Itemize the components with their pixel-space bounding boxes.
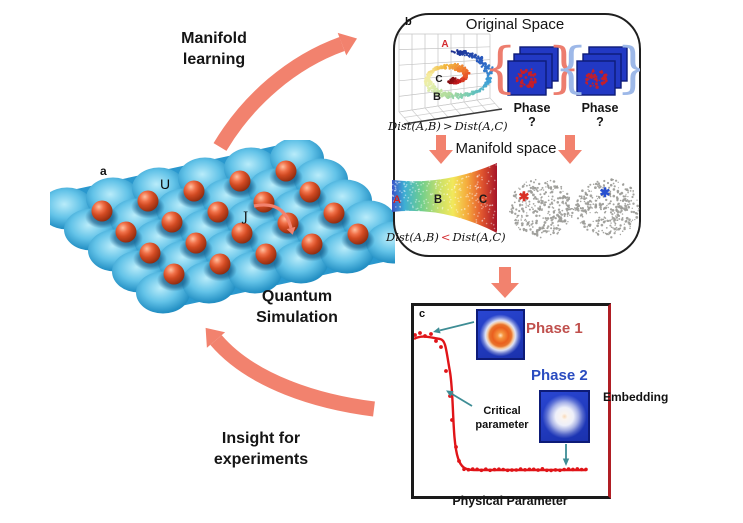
panel-b-tag: b <box>405 16 412 28</box>
phase2-label: Phase 2 <box>531 367 588 384</box>
insight-label: Insight for experiments <box>191 428 331 470</box>
dist-bottom-rhs: Dist(A,C) <box>452 230 506 244</box>
cone-point-b-label: B <box>434 194 442 206</box>
distance-inequality-top: Dist(A,B)>Dist(A,C) <box>388 119 508 133</box>
swiss-roll-3d-plot: A C B <box>398 33 503 125</box>
phase-question-left: Phase ? <box>513 101 551 129</box>
quantum-simulation-line1: Quantum <box>261 288 333 305</box>
panel-b-title: Original Space <box>465 16 565 33</box>
manifold-learning-line1: Manifold <box>181 30 247 47</box>
panel-c-tag: c <box>419 308 426 320</box>
dist-top-op: > <box>442 119 453 133</box>
stack-left <box>507 46 559 96</box>
dist-bottom-op: < <box>440 230 451 244</box>
embedding-clusters-plot: ✱ ✱ <box>509 178 640 239</box>
roll-point-b-label: B <box>433 91 441 103</box>
annotation-arrows <box>439 321 567 459</box>
panel-b-original-space: b Original Space A C B Dist(A,B)>Dist(A,… <box>386 13 641 257</box>
phase2-arrow-head <box>562 458 570 466</box>
roll-point-a-label: A <box>441 39 448 50</box>
block-arrows-row <box>429 135 582 164</box>
roll-point-c-label: C <box>435 74 442 85</box>
critical-line2: parameter <box>475 419 529 431</box>
insight-line1: Insight for <box>221 430 301 447</box>
down-arrow-left-icon <box>429 135 453 164</box>
cycle-arrow-up-icon <box>213 32 357 151</box>
manifold-cone-shape <box>392 163 497 233</box>
cone-point-a-label: A <box>393 194 401 206</box>
right-stack-close-brace: } <box>616 40 640 99</box>
quantum-simulation-line2: Simulation <box>256 309 338 326</box>
down-arrow-mid-icon <box>491 267 519 298</box>
phase1-label: Phase 1 <box>526 320 583 337</box>
physical-parameter-axis-label: Physical Parameter <box>452 494 568 508</box>
quantum-simulation-label: Quantum Simulation <box>227 286 367 328</box>
down-arrow-right-icon <box>558 135 582 164</box>
right-stack-open-brace: { <box>554 40 588 99</box>
critical-arrow-line <box>451 393 473 407</box>
manifold-learning-label: Manifold learning <box>159 28 269 70</box>
critical-parameter-label: Critical parameter <box>466 404 538 432</box>
cycle-arrow-down-head <box>205 327 226 348</box>
down-arrow-mid-shape <box>491 267 519 298</box>
dist-bottom-lhs: Dist(A,B) <box>386 230 439 244</box>
dist-top-rhs: Dist(A,C) <box>454 119 508 133</box>
cycle-arrow-up-shaft <box>213 36 345 151</box>
unrolled-manifold-plot: A B C <box>391 163 498 233</box>
red-star-marker: ✱ <box>519 189 530 204</box>
left-stack-open-brace: { <box>490 40 517 99</box>
sigmoid-curve <box>414 335 586 472</box>
embedding-axis-label: Embedding <box>603 390 669 404</box>
snapshot-stacks: { } { } <box>490 40 640 99</box>
dist-top-lhs: Dist(A,B) <box>388 119 441 133</box>
cycle-arrow-down-icon <box>205 327 375 417</box>
interaction-u-label: U <box>160 176 171 192</box>
hopping-arrow-icon <box>253 203 293 229</box>
panel-a-tag: a <box>100 164 107 178</box>
critical-arrow-head <box>446 390 454 397</box>
critical-line1: Critical <box>483 405 521 417</box>
phase2-snapshot-inset <box>539 390 590 443</box>
cycle-arrow-up-head <box>337 32 357 56</box>
cone-point-c-label: C <box>479 194 487 206</box>
snapshot-frame <box>576 60 616 96</box>
blue-star-marker: ✱ <box>600 185 611 200</box>
phase1-arrow-head <box>433 327 441 334</box>
manifold-space-label: Manifold space <box>455 140 557 157</box>
cycle-arrow-down-shaft <box>210 334 375 417</box>
phase-question-right: Phase ? <box>581 101 619 129</box>
order-parameter-curve-plot <box>414 321 588 473</box>
left-stack-close-brace: } <box>547 40 581 99</box>
insight-line2: experiments <box>213 451 309 468</box>
hopping-arrow-head <box>286 226 296 235</box>
panel-c-embedding-plot: c Phase 1 Phase 2 Critical parameter <box>411 303 611 499</box>
phase1-snapshot-inset <box>476 309 525 360</box>
manifold-learning-line2: learning <box>182 51 246 68</box>
distance-inequality-bottom: Dist(A,B)<Dist(A,C) <box>386 230 506 244</box>
plot-box-front-edge <box>403 108 503 125</box>
tunneling-j-label: J <box>243 210 249 225</box>
optical-lattice-illustration <box>50 140 395 314</box>
phase1-arrow-line <box>439 321 475 332</box>
